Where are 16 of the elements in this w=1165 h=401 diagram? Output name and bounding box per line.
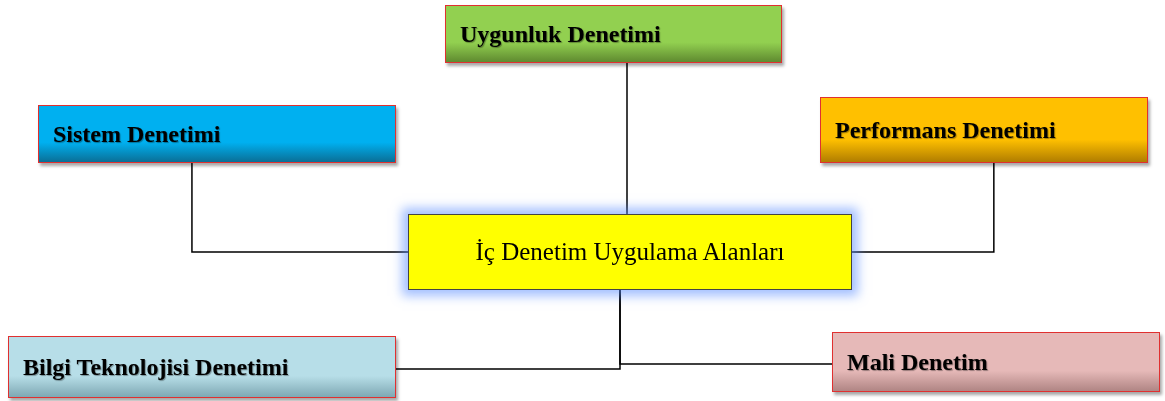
- box-label: Uygunluk Denetimi: [460, 20, 661, 48]
- connector-line: [191, 162, 409, 253]
- box-label: Bilgi Teknolojisi Denetimi: [23, 353, 289, 381]
- area-box: [8, 336, 396, 398]
- connector-line: [851, 162, 995, 253]
- area-box: [832, 332, 1160, 392]
- area-box: [820, 97, 1148, 163]
- connector-line: [626, 62, 628, 215]
- central-box: [408, 214, 852, 290]
- box-label: İç Denetim Uygulama Alanları: [475, 238, 785, 266]
- box-label: Sistem Denetimi: [53, 120, 221, 148]
- area-box: [38, 105, 396, 163]
- area-box: [445, 5, 782, 63]
- box-label: Mali Denetim: [847, 348, 988, 376]
- box-label: Performans Denetimi: [835, 116, 1056, 144]
- connector-line: [619, 289, 833, 365]
